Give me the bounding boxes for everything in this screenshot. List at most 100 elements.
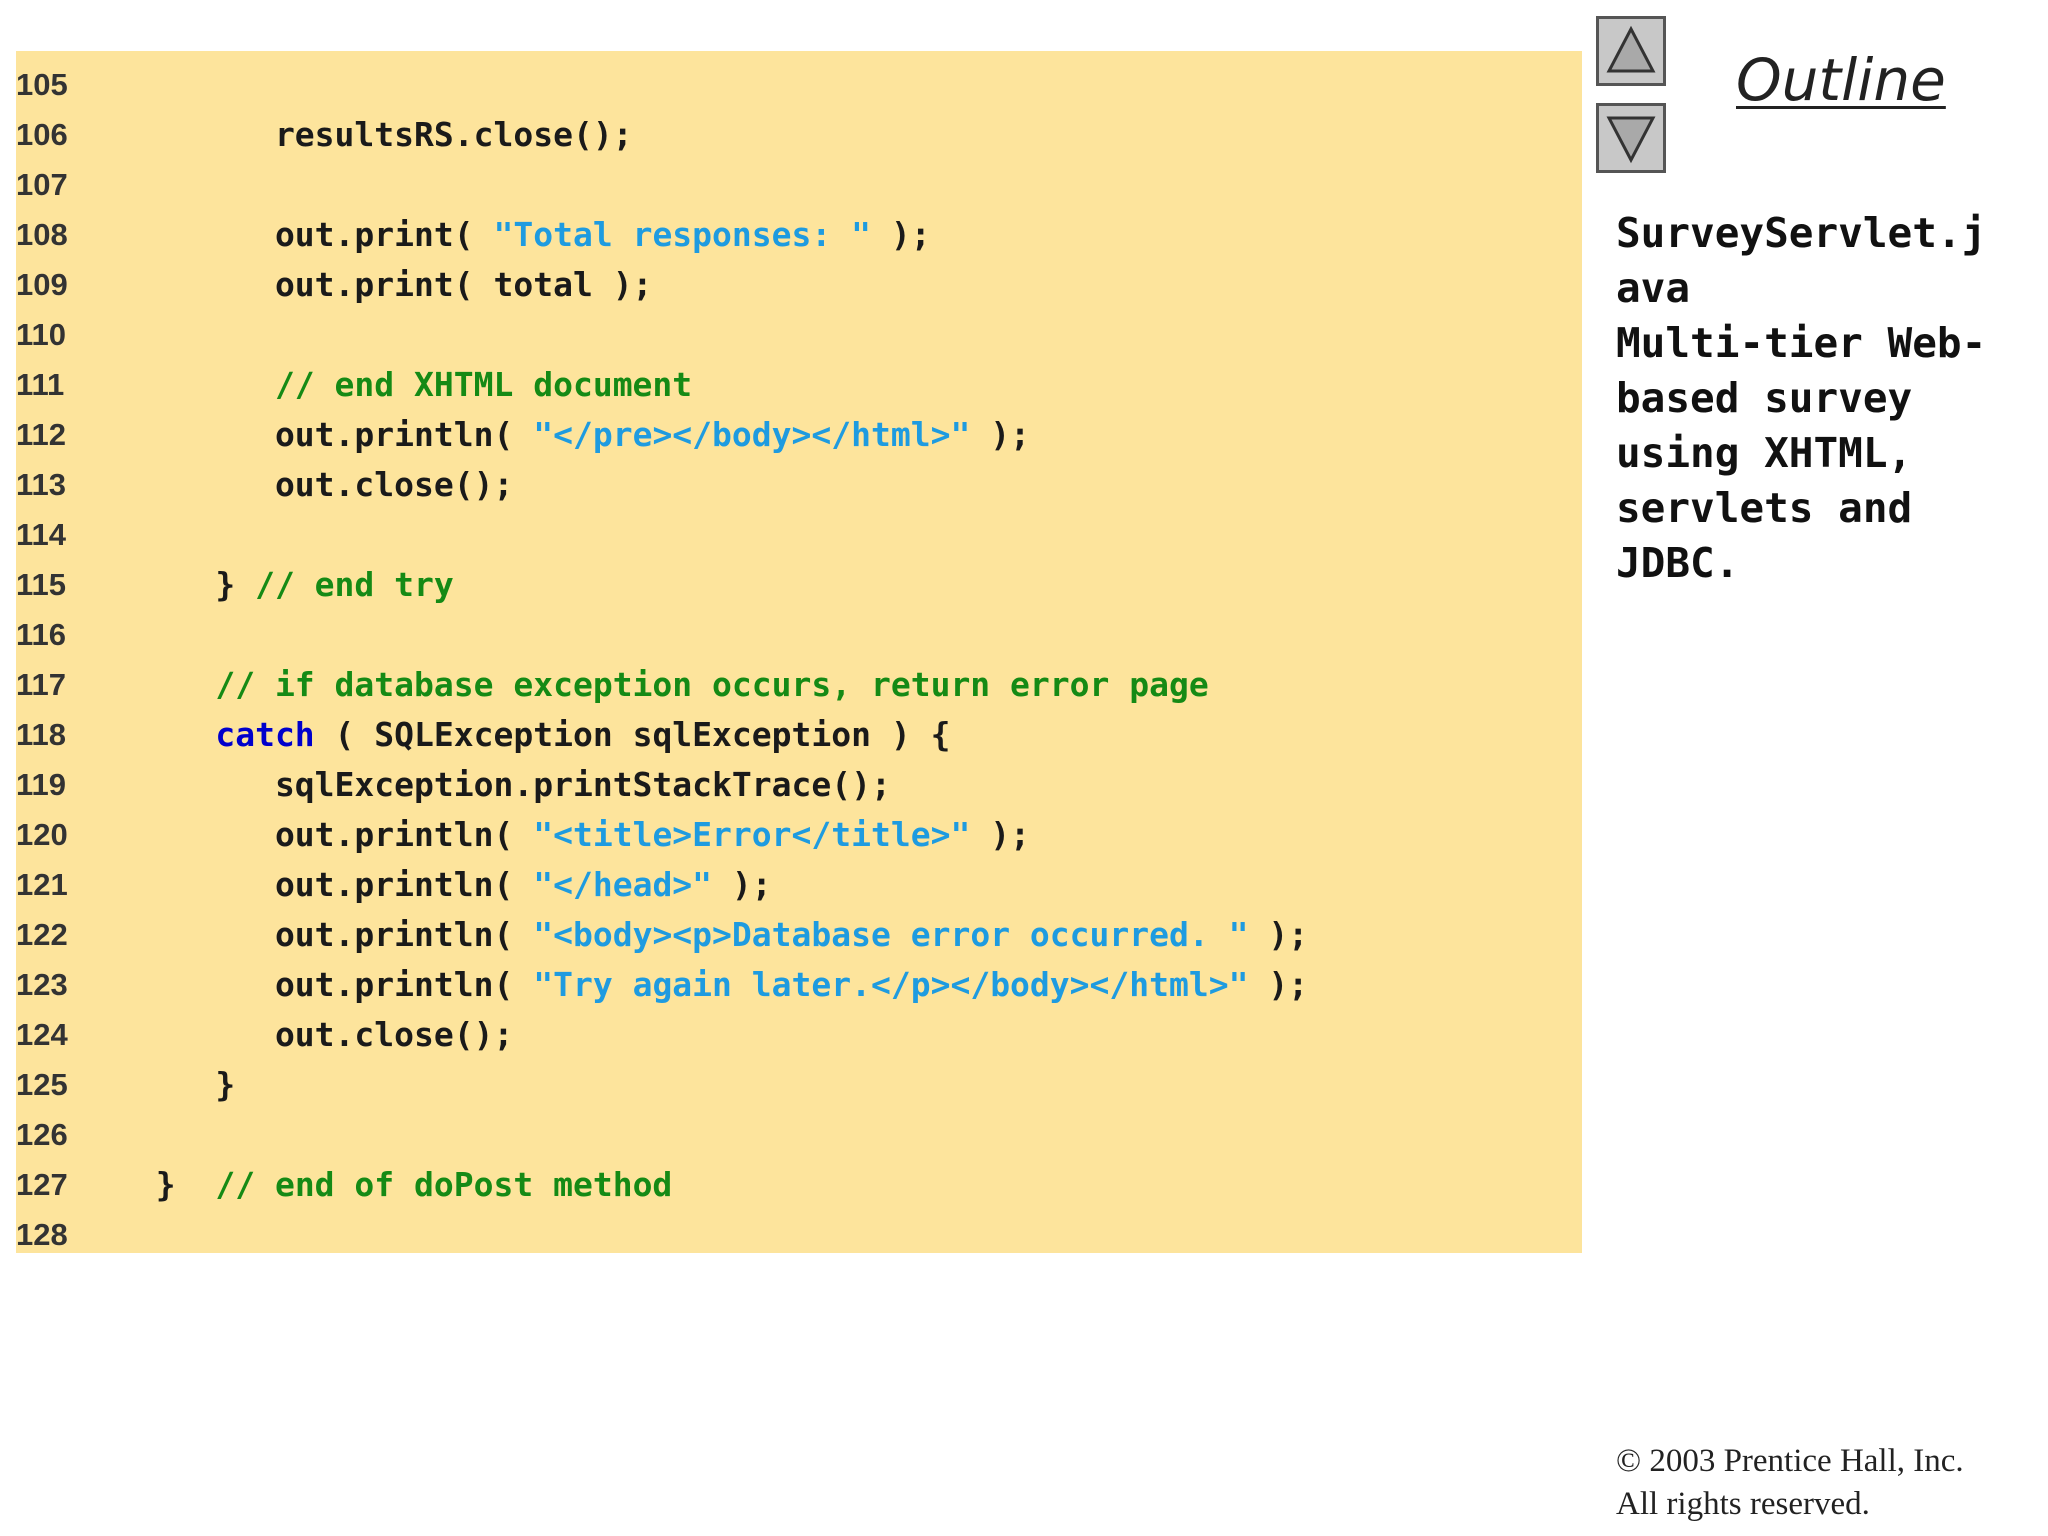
code-text: out.println( "<title>Error</title>" ); — [116, 810, 1030, 860]
code-line: 105 — [16, 60, 1582, 110]
code-text: out.print( total ); — [116, 260, 653, 310]
line-number: 127 — [16, 1167, 68, 1202]
code-token: ); — [1248, 965, 1309, 1004]
line-number: 116 — [16, 617, 67, 652]
line-number: 112 — [16, 417, 67, 452]
code-token: out.println( — [116, 915, 534, 954]
code-text: sqlException.printStackTrace(); — [116, 760, 891, 810]
code-line: 111 // end XHTML document — [16, 360, 1582, 410]
code-line: 114 — [16, 510, 1582, 560]
string-token: "<title>Error</title>" — [533, 815, 971, 854]
line-number: 106 — [16, 117, 68, 152]
code-token: ); — [970, 415, 1030, 454]
code-text: } // end of doPost method — [116, 1160, 673, 1210]
code-text: out.close(); — [116, 460, 513, 510]
next-slide-button[interactable] — [1596, 103, 1666, 173]
code-text: catch ( SQLException sqlException ) { — [116, 710, 950, 760]
keyword-token: catch — [116, 715, 315, 754]
code-token: out.print( total ); — [116, 265, 653, 304]
code-line: 107 — [16, 160, 1582, 210]
string-token: "</pre></body></html>" — [533, 415, 971, 454]
code-line: 106 resultsRS.close(); — [16, 110, 1582, 160]
comment-token: // end try — [255, 565, 454, 604]
code-line: 124 out.close(); — [16, 1010, 1582, 1060]
code-token: out.println( — [116, 815, 534, 854]
arrow-down-icon — [1606, 116, 1656, 164]
code-text: out.print( "Total responses: " ); — [116, 210, 931, 260]
string-token: "Try again later.</p></body></html>" — [533, 965, 1249, 1004]
comment-token: // end XHTML document — [116, 365, 693, 404]
code-token: out.close(); — [116, 465, 514, 504]
code-line: 125 } — [16, 1060, 1582, 1110]
line-number: 117 — [16, 667, 67, 702]
code-token: out.print( — [116, 215, 494, 254]
code-token: ); — [712, 865, 772, 904]
description-line: servlets and — [1616, 484, 1913, 532]
line-number: 125 — [16, 1067, 68, 1102]
code-line: 121 out.println( "</head>" ); — [16, 860, 1582, 910]
line-number: 123 — [16, 967, 68, 1002]
code-line: 115 } // end try — [16, 560, 1582, 610]
line-number: 121 — [16, 867, 68, 902]
comment-token: // if database exception occurs, return … — [116, 665, 1209, 704]
line-number: 124 — [16, 1017, 68, 1052]
description-line: using XHTML, — [1616, 429, 1913, 477]
line-number: 110 — [16, 317, 67, 352]
line-number: 122 — [16, 917, 68, 952]
line-number: 107 — [16, 167, 68, 202]
code-line: 122 out.println( "<body><p>Database erro… — [16, 910, 1582, 960]
arrow-up-icon — [1606, 25, 1656, 73]
code-line: 110 — [16, 310, 1582, 360]
line-number: 109 — [16, 267, 68, 302]
description-line: JDBC. — [1616, 539, 1740, 587]
line-number: 111 — [16, 367, 65, 402]
code-line: 128 — [16, 1210, 1582, 1260]
line-number: 113 — [16, 467, 67, 502]
line-number: 115 — [16, 567, 67, 602]
line-number: 119 — [16, 767, 67, 802]
code-token: out.println( — [116, 965, 534, 1004]
code-line: 108 out.print( "Total responses: " ); — [16, 210, 1582, 260]
line-number: 120 — [16, 817, 68, 852]
line-number: 128 — [16, 1217, 68, 1252]
code-token: } — [116, 1165, 216, 1204]
code-line: 126 — [16, 1110, 1582, 1160]
code-text: out.close(); — [116, 1010, 513, 1060]
code-text: // end XHTML document — [116, 360, 692, 410]
outline-link[interactable]: Outline — [1736, 46, 1946, 114]
string-token: "<body><p>Database error occurred. " — [533, 915, 1249, 954]
code-line: 120 out.println( "<title>Error</title>" … — [16, 810, 1582, 860]
code-text: // if database exception occurs, return … — [116, 660, 1209, 710]
code-token: } — [116, 1065, 236, 1104]
code-line: 123 out.println( "Try again later.</p></… — [16, 960, 1582, 1010]
code-line: 127 } // end of doPost method — [16, 1160, 1582, 1210]
code-token: out.println( — [116, 415, 534, 454]
copyright-line: © 2003 Prentice Hall, Inc. — [1616, 1443, 1964, 1479]
code-line: 109 out.print( total ); — [16, 260, 1582, 310]
line-number: 105 — [16, 67, 68, 102]
code-token: ); — [871, 215, 931, 254]
copyright-notice: © 2003 Prentice Hall, Inc. All rights re… — [1616, 1440, 1964, 1526]
previous-slide-button[interactable] — [1596, 16, 1666, 86]
code-token: ); — [970, 815, 1030, 854]
code-text: out.println( "</head>" ); — [116, 860, 772, 910]
code-token: resultsRS.close(); — [116, 115, 633, 154]
code-text: out.println( "</pre></body></html>" ); — [116, 410, 1030, 460]
code-token: sqlException.printStackTrace(); — [116, 765, 891, 804]
description-line: SurveyServlet.j — [1616, 209, 1987, 257]
code-token: out.println( — [116, 865, 534, 904]
string-token: "</head>" — [533, 865, 713, 904]
description-line: ava — [1616, 264, 1691, 312]
string-token: "Total responses: " — [493, 215, 872, 254]
code-text: resultsRS.close(); — [116, 110, 633, 160]
code-text: out.println( "<body><p>Database error oc… — [116, 910, 1308, 960]
rights-line: All rights reserved. — [1616, 1486, 1870, 1522]
code-token: ); — [1248, 915, 1309, 954]
code-line: 118 catch ( SQLException sqlException ) … — [16, 710, 1582, 760]
code-line: 112 out.println( "</pre></body></html>" … — [16, 410, 1582, 460]
comment-token: // end of doPost method — [215, 1165, 673, 1204]
description-line: Multi-tier Web- — [1616, 319, 1987, 367]
line-number: 114 — [16, 517, 67, 552]
code-listing: 105 106 resultsRS.close(); 107 108 out.prin… — [16, 51, 1582, 1253]
